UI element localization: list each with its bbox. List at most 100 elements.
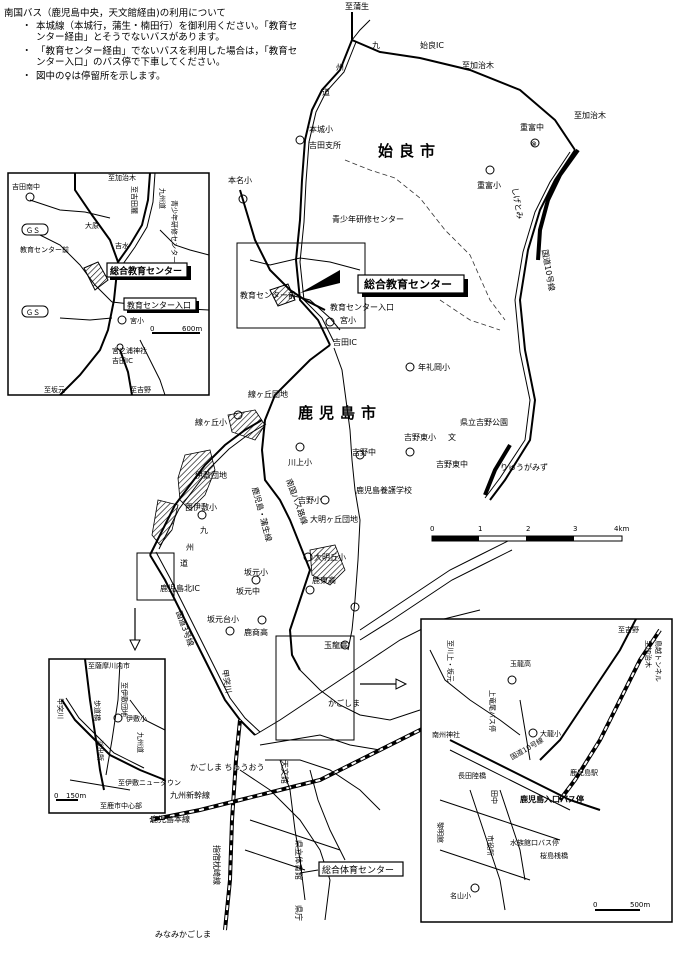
svg-text:至坂元: 至坂元 [44,385,65,394]
label-to-gamo: 至蒲生 [345,1,369,11]
svg-text:鹿児島入口バス停: 鹿児島入口バス停 [520,794,584,804]
label-shibukuma: 指宿枕崎線 [212,845,222,885]
label-kyoiku-center-mae: 教育センター前 [240,290,296,300]
label-miya-sho: 宮小 [340,315,356,325]
svg-text:至吉田麓: 至吉田麓 [130,186,139,214]
svg-text:150m: 150m [66,792,86,800]
svg-text:宮小: 宮小 [130,316,144,325]
label-sengaoka: 線ヶ丘団地 [248,389,288,399]
label-daimyogaoka-danchi: 大明ヶ丘団地 [310,514,358,524]
svg-text:九州道: 九州道 [136,732,145,753]
svg-text:派出所: 派出所 [96,740,105,761]
gym-center-callout: 総合体育センター [299,861,404,877]
label-yoshino-higashi-sho: 吉野東小 [404,432,436,442]
city-detail-frame [275,635,355,741]
label-kencho: 県庁 [294,905,304,921]
national-road-10 [489,149,576,501]
svg-text:吉水: 吉水 [115,241,129,250]
label-kyushu: 道 [322,87,330,97]
education-center-site [269,283,296,307]
note-item: 図中の♀は停留所を示します。 [4,71,304,83]
svg-text:吉田南中: 吉田南中 [12,182,40,191]
note-item: 本城線（本城行，蒲生・楠田行）を御利用ください。「教育センター経由」とそうでない… [4,21,304,44]
national-road-10-inner [484,151,571,499]
label-shigetomi: しげとみ [510,187,524,220]
bus-usage-notes: 南国バス（鹿児島中央，天文館経由)の利用について 本城線（本城行，蒲生・楠田行）… [4,8,304,84]
inset-city-center: 至川上・坂元 至吉野 至加治木 鳥越トンネル 玉龍高 上竜尾バス停 大龍小 南州… [420,618,673,923]
aira-road [351,19,371,41]
label-honsen: 鹿児島本線 [150,814,190,824]
svg-text:2: 2 [526,525,530,533]
label-kagoshima-higashi-ko: 鹿東高 [312,575,336,585]
label-yoshino-sho: 吉野小 [298,496,322,505]
ishiki-detail-frame [136,552,175,601]
inset-city-callout: 鹿児島入口バス停 [520,794,584,804]
svg-text:歩道橋: 歩道橋 [93,700,102,721]
note-item: 「教育センター経由」でないバスを利用した場合は，「教育センター入口」のバス停で下… [4,46,304,69]
label-kyushu-west: 九 [200,526,208,535]
arrow-head [395,678,408,690]
national-road-3 [149,554,256,736]
svg-text:黎明館: 黎明館 [436,822,445,843]
svg-text:至伊敷団地: 至伊敷団地 [120,682,129,717]
label-aira-city: 始良市 [378,142,441,160]
label-gyokuryu-ko: 玉龍高 [324,640,348,650]
label-kotsu: 甲突川 [220,669,234,694]
callout-text: 総合体育センター [322,864,394,876]
city-boundary [439,299,501,331]
label-kagoshima-chuo: かごしま ちゅうおう [190,762,265,772]
svg-text:至加治木: 至加治木 [108,173,136,182]
svg-text:至伊敷ニュータウン: 至伊敷ニュータウン [118,778,181,787]
ishiki-danchi-area [177,449,216,511]
label-sakamoto-sho: 坂元小 [244,567,268,577]
svg-text:玉龍高: 玉龍高 [510,659,531,668]
svg-text:総合教育センター: 総合教育センター [110,265,182,277]
kyushu-expressway [294,39,353,346]
expressway-west-inner [158,423,267,550]
svg-text:甲突川: 甲突川 [56,698,65,719]
svg-text:南州神社: 南州神社 [432,730,460,739]
svg-text:至吉野: 至吉野 [130,386,151,394]
svg-text:ＧＳ: ＧＳ [26,227,40,235]
label-kyushu-west: 道 [180,558,188,568]
inset-education-center: 吉田南中 至加治木 至吉田麓 九州道 大原 青少年研修センターへ ＧＳ 教育セン… [7,172,210,396]
label-sakamoto-chu: 坂元中 [236,586,260,596]
label-yoshino-higashi-chu: 吉野東中 [436,459,468,469]
label-motona-sho: 本名小 [228,175,252,185]
education-center-callout: 総合教育センター [300,270,468,297]
label-kyoiku-center-iriguchi: 教育センター入口 [330,302,394,312]
svg-text:教育センター入口: 教育センター入口 [127,300,191,310]
label-nenreioka-sho: 年礼岡小 [418,362,450,372]
arrow-head [129,639,141,652]
svg-text:1: 1 [478,525,482,533]
label-sakamotodai-sho: 坂元台小 [207,614,239,624]
svg-text:伊敷小: 伊敷小 [126,714,147,723]
svg-text:九州道: 九州道 [158,188,167,209]
svg-text:0: 0 [593,901,597,909]
svg-text:青少年研修センターへ: 青少年研修センターへ [170,200,179,270]
label-national-road-3: 国道3号線 [174,609,196,647]
svg-text:鹿児島駅: 鹿児島駅 [570,768,598,777]
label-daimyogaoka-sho: 大明丘小 [314,552,346,562]
label-kagoshima-city: 鹿児島市 [298,404,382,422]
svg-text:至鹿市中心部: 至鹿市中心部 [100,801,142,810]
svg-text:上竜尾バス停: 上竜尾バス停 [488,690,497,732]
miya-road [289,294,341,331]
svg-text:至吉野: 至吉野 [618,626,639,634]
svg-text:至薩摩川内市: 至薩摩川内市 [88,661,130,670]
label-yoshida-shisho: 吉田支所 [309,140,341,150]
label-kashoko: 鹿商高 [244,627,268,637]
svg-text:4km: 4km [614,525,630,533]
daimyogaoka-area [309,544,346,586]
center-local-road [249,257,361,271]
label-sengaoka-sho: 線ヶ丘小 [195,417,227,427]
inset-ishiki: 至薩摩川内市 至伊敷団地 歩道橋 伊敷小 甲突川 九州道 派出所 至伊敷ニュータ… [48,658,181,814]
label-kagoshima-kamo: 鹿児島・蒲生線 [250,486,274,543]
svg-text:田中: 田中 [490,790,499,804]
label-tenmonkan: 天文館 [280,760,290,784]
svg-text:500m: 500m [630,901,650,909]
city-boundary [344,159,506,321]
nippo-line [536,148,580,261]
center-approach-road [239,189,326,311]
